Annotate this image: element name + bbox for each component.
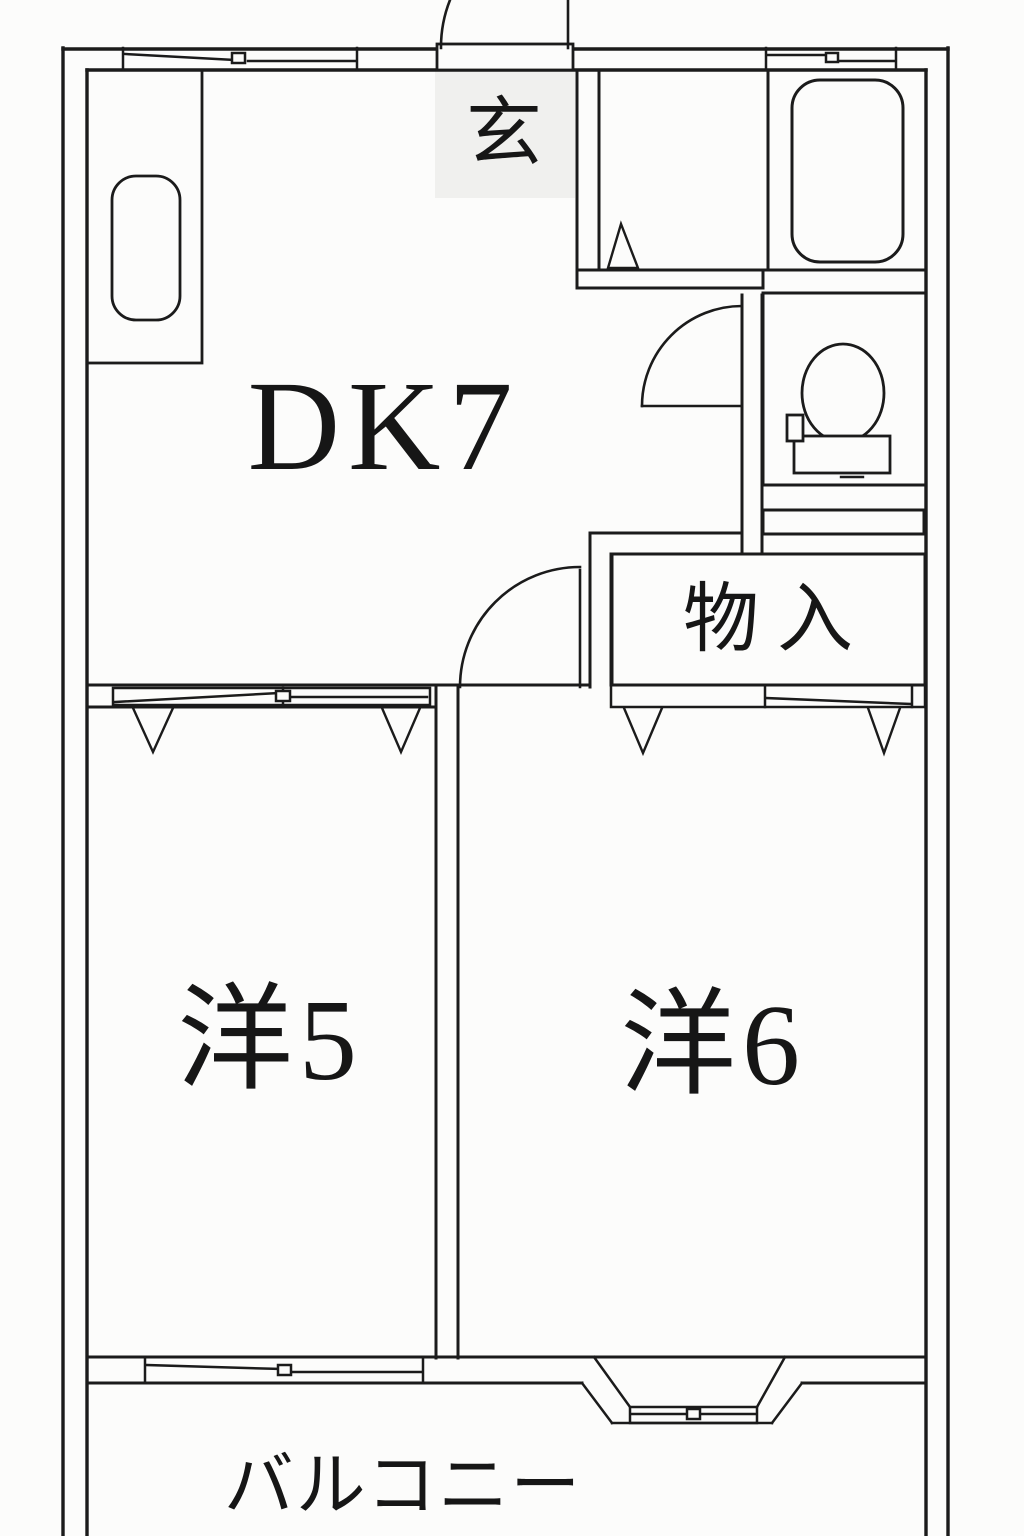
kitchen-sliding-window — [121, 46, 359, 72]
kitchen-sink — [110, 174, 182, 322]
dk-room5-sliding-door — [111, 686, 432, 707]
toilet-tank — [792, 434, 892, 475]
washroom-bottom-wall — [575, 268, 765, 290]
washroom-swing-mark — [606, 220, 640, 270]
label-entrance: 玄 — [466, 92, 542, 176]
label-dining-kitchen: DK7 — [247, 355, 521, 497]
toilet-paper-holder — [785, 413, 805, 443]
storage-closet-doors — [609, 683, 927, 709]
room6-bay-window — [580, 1355, 804, 1425]
toilet-bowl — [800, 342, 886, 444]
room5-sliding-window — [143, 1355, 425, 1385]
entrance-floor-highlight — [435, 70, 575, 198]
windows — [121, 46, 898, 1425]
washroom-outline — [597, 68, 770, 272]
bathtub — [790, 78, 905, 264]
label-western-room-5: 洋5 — [177, 977, 363, 1105]
entrance-door — [435, 0, 575, 72]
room5-swing-mark-right — [380, 706, 422, 756]
kitchen-counter — [85, 68, 204, 365]
label-western-room-6: 洋6 — [620, 982, 806, 1110]
label-balcony: バルコニー — [223, 1448, 583, 1525]
bathroom-sliding-window — [764, 46, 898, 72]
toilet-door — [640, 304, 744, 408]
interior-walls — [85, 68, 928, 1385]
dk-room-door — [458, 565, 582, 689]
toilet — [785, 342, 892, 479]
bathroom-outline — [766, 68, 928, 272]
hinged-doors — [435, 0, 744, 689]
room6-swing-mark-left — [622, 706, 664, 757]
door-swing-marks — [131, 220, 902, 757]
room6-swing-mark-right — [866, 706, 902, 757]
room5-swing-mark-left — [131, 706, 175, 755]
hallway-shelf — [761, 508, 926, 536]
label-storage: 物入 — [683, 578, 871, 662]
sliding-doors — [111, 683, 927, 709]
